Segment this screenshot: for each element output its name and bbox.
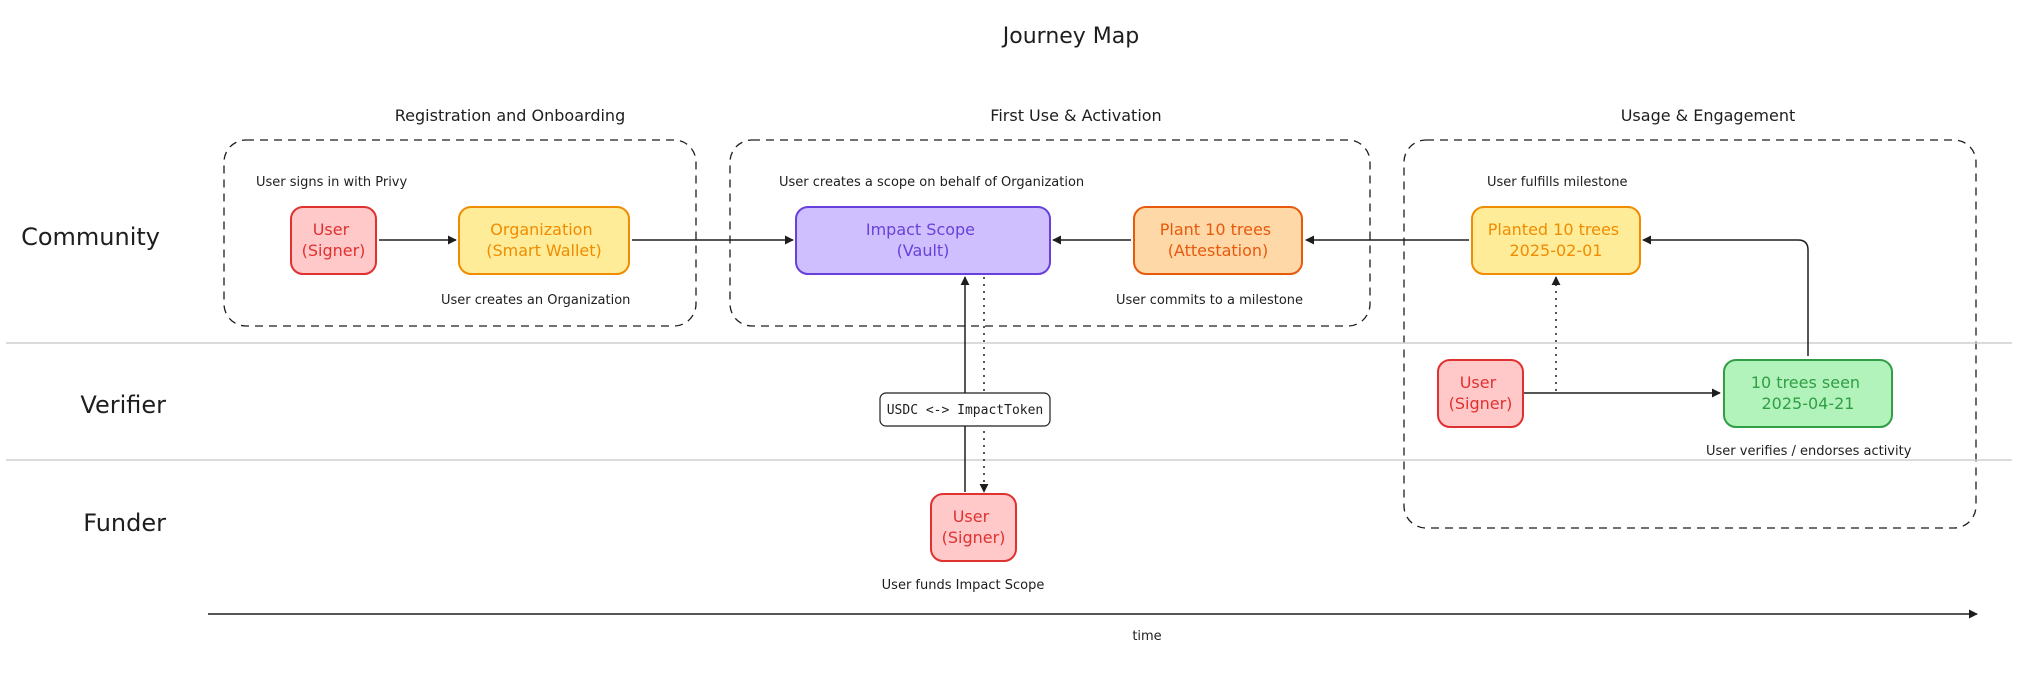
node-line: (Signer) — [302, 241, 366, 260]
note-fulfills: User fulfills milestone — [1487, 175, 1627, 190]
note-funds: User funds Impact Scope — [882, 578, 1045, 593]
node-user-signer-verifier: User (Signer) — [1437, 359, 1524, 428]
node-line: User — [1460, 373, 1497, 392]
node-user-signer-funder: User (Signer) — [930, 493, 1017, 562]
node-line: (Signer) — [942, 528, 1006, 547]
phase-box-registration — [223, 139, 697, 327]
svg-text:User (Signer): User (Signer) — [942, 507, 1006, 547]
node-line: Planted 10 trees — [1488, 220, 1619, 239]
note-creates-org: User creates an Organization — [441, 293, 630, 308]
note-commits: User commits to a milestone — [1116, 293, 1303, 308]
node-user-signer-community: User (Signer) — [290, 206, 377, 275]
node-line: 2025-02-01 — [1510, 241, 1603, 260]
node-line: (Attestation) — [1168, 241, 1269, 260]
arrow-trees-seen-to-planted-trees — [1642, 235, 1809, 356]
svg-text:User (Signer): User (Signer) — [1449, 373, 1513, 413]
node-organization: Organization (Smart Wallet) — [458, 206, 630, 275]
node-line: User — [953, 507, 990, 526]
node-line: Plant 10 trees — [1160, 220, 1271, 239]
node-line: User — [313, 220, 350, 239]
svg-text:10 trees seen 2025-04-21: 10 trees seen 2025-04-21 — [1751, 373, 1865, 413]
phase-box-engagement — [1403, 139, 1977, 529]
node-line: (Signer) — [1449, 394, 1513, 413]
phase-label-engagement: Usage & Engagement — [1621, 106, 1796, 125]
phase-box-activation — [729, 139, 1371, 327]
svg-text:Planted 10 trees 2025-02: Planted 10 trees 2025-02-01 — [1488, 220, 1624, 260]
node-trees-seen: 10 trees seen 2025-04-21 — [1723, 359, 1893, 428]
token-swap-label-box — [879, 392, 1051, 427]
note-creates-scope: User creates a scope on behalf of Organi… — [779, 175, 1084, 190]
node-line: 2025-04-21 — [1762, 394, 1855, 413]
token-swap-label: USDC <-> ImpactToken — [887, 403, 1044, 418]
node-line: Organization — [490, 220, 592, 239]
node-line: 10 trees seen — [1751, 373, 1860, 392]
phase-label-registration: Registration and Onboarding — [395, 106, 625, 125]
node-plant-trees: Plant 10 trees (Attestation) — [1133, 206, 1303, 275]
note-signs-in: User signs in with Privy — [256, 175, 408, 190]
svg-text:Impact Scope (Vault): Impact Scope (Vault) — [866, 220, 980, 260]
lane-label-verifier: Verifier — [80, 391, 166, 419]
svg-text:Organization (Smart Wall: Organization (Smart Wallet) — [486, 220, 602, 260]
node-planted-trees: Planted 10 trees 2025-02-01 — [1471, 206, 1641, 275]
node-line: (Vault) — [897, 241, 950, 260]
lane-label-community: Community — [21, 223, 160, 251]
lane-label-funder: Funder — [83, 509, 166, 537]
svg-text:Plant 10 trees (Attestat: Plant 10 trees (Attestation) — [1160, 220, 1276, 260]
node-impact-scope: Impact Scope (Vault) — [795, 206, 1051, 275]
node-line: Impact Scope — [866, 220, 975, 239]
phase-label-activation: First Use & Activation — [990, 106, 1161, 125]
note-verifies: User verifies / endorses activity — [1706, 444, 1912, 459]
page-title: Journey Map — [1001, 24, 1139, 49]
svg-text:User (Signer): User (Signer) — [302, 220, 366, 260]
time-axis-label: time — [1132, 629, 1161, 644]
node-line: (Smart Wallet) — [486, 241, 602, 260]
